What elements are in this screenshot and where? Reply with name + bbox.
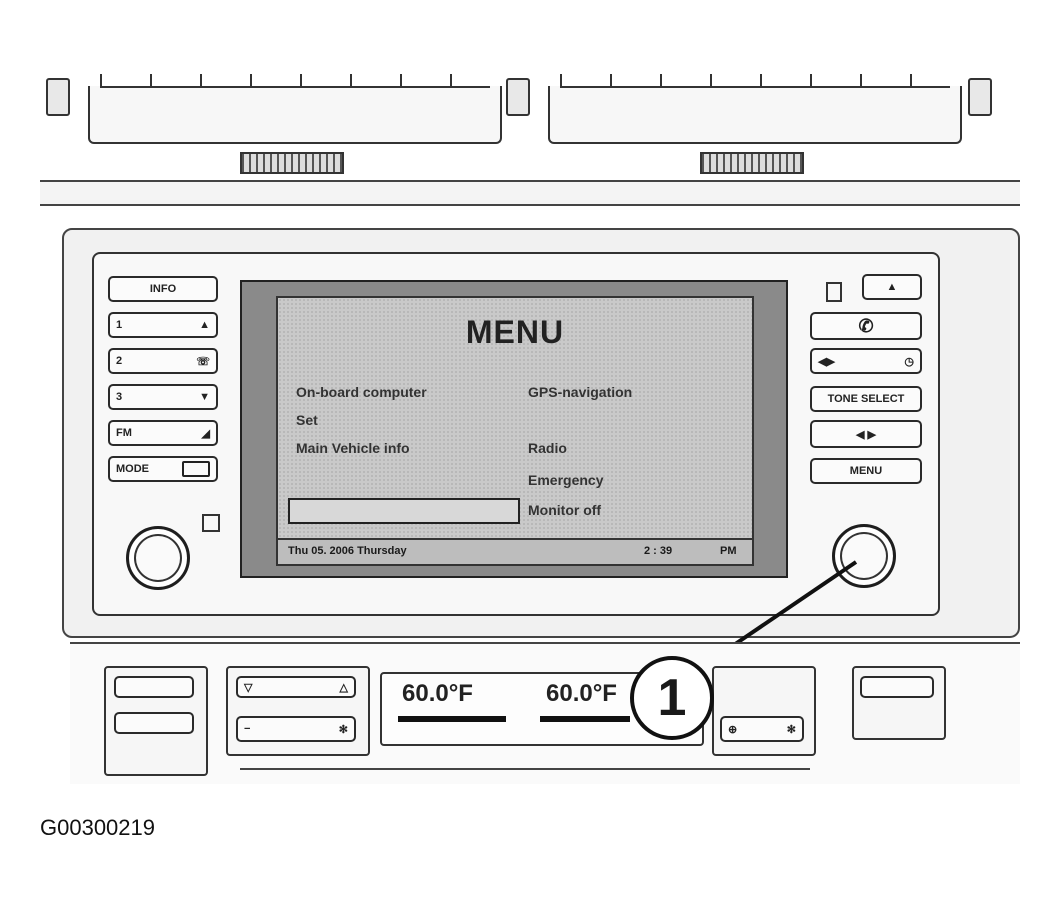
- menu-control-knob[interactable]: [832, 524, 896, 588]
- fan-speed-icon: ✻: [338, 723, 348, 736]
- status-date: Thu 05. 2006 Thursday: [288, 545, 407, 557]
- menu-item-radio[interactable]: Radio: [528, 440, 567, 456]
- menu-item-set[interactable]: Set: [296, 412, 318, 428]
- right-recirc-button[interactable]: [860, 676, 934, 698]
- eject-icon: ▲: [886, 281, 898, 293]
- left-air-vent[interactable]: [88, 74, 502, 144]
- left-fan-speed-button[interactable]: −✻: [236, 716, 356, 742]
- menu-item-monitor-off[interactable]: Monitor off: [528, 502, 602, 518]
- up-arrow-icon: ▲: [199, 319, 210, 331]
- right-fan-speed-button[interactable]: ⊕✻: [720, 716, 804, 742]
- left-vent-mode-button[interactable]: ▽△: [236, 676, 356, 698]
- right-air-vent[interactable]: [548, 74, 962, 144]
- telephone-handset-icon: ✆: [858, 315, 874, 336]
- phone-icon: ☏: [196, 355, 210, 368]
- lower-slots: [240, 768, 810, 782]
- triangle-icon: △: [339, 681, 348, 694]
- status-ampm: PM: [720, 545, 737, 557]
- eject-button[interactable]: ▲: [862, 274, 922, 300]
- left-vent-edge: [46, 78, 70, 116]
- info-button-label: INFO: [149, 283, 177, 295]
- selection-highlight-bar: [288, 498, 520, 524]
- menu-item-on-board-computer[interactable]: On-board computer: [296, 384, 427, 400]
- right-small-indicator: [826, 282, 842, 302]
- callout-number: 1: [630, 656, 714, 740]
- left-seat-button[interactable]: [114, 712, 194, 734]
- fm-button[interactable]: FM◢: [108, 420, 218, 446]
- info-button[interactable]: INFO: [108, 276, 218, 302]
- figure-id: G00300219: [40, 815, 155, 840]
- left-temp-bar: [398, 716, 506, 722]
- left-vent-thumbwheel[interactable]: [240, 152, 344, 174]
- right-temp-bar: [540, 716, 630, 722]
- seek-button[interactable]: ◀▶◷: [810, 348, 922, 374]
- fan-speed-icon-right: ✻: [786, 723, 796, 736]
- plus-icon: ⊕: [728, 723, 738, 736]
- status-time: 2 : 39: [644, 545, 673, 557]
- am-icon: ◢: [201, 427, 210, 440]
- menu-title: MENU: [465, 314, 565, 350]
- preset-3-button[interactable]: 3▼: [108, 384, 218, 410]
- center-vent-divider: [506, 78, 530, 116]
- left-right-arrows-icon: ◀ ▶: [856, 428, 876, 441]
- down-arrow-icon: ▼: [199, 391, 210, 403]
- left-temperature: 60.0°F: [402, 680, 473, 707]
- left-airflow-button[interactable]: [114, 676, 194, 698]
- minus-icon: −: [244, 723, 251, 735]
- tone-select-button[interactable]: TONE SELECT: [810, 386, 922, 412]
- menu-item-gps-navigation[interactable]: GPS-navigation: [528, 384, 633, 400]
- menu-item-emergency[interactable]: Emergency: [528, 472, 604, 488]
- right-vent-edge: [968, 78, 992, 116]
- left-small-indicator: [202, 514, 220, 532]
- air-vent-assembly: [40, 60, 1020, 210]
- fan-icon: ▽: [244, 681, 253, 694]
- right-temperature: 60.0°F: [546, 680, 617, 707]
- preset-1-button[interactable]: 1▲: [108, 312, 218, 338]
- menu-button[interactable]: MENU: [810, 458, 922, 484]
- mode-button[interactable]: MODE: [108, 456, 218, 482]
- clock-icon: ◷: [904, 355, 914, 368]
- menu-display: MENU On-board computer Set Main Vehicle …: [276, 296, 754, 566]
- left-right-button[interactable]: ◀ ▶: [810, 420, 922, 448]
- status-bar: Thu 05. 2006 Thursday 2 : 39 PM: [278, 538, 752, 564]
- display-screen: MENU On-board computer Set Main Vehicle …: [240, 280, 788, 578]
- phone-button[interactable]: ✆: [810, 312, 922, 340]
- right-vent-thumbwheel[interactable]: [700, 152, 804, 174]
- volume-knob[interactable]: [126, 526, 190, 590]
- menu-item-vehicle-info[interactable]: Main Vehicle info: [296, 440, 410, 456]
- preset-2-button[interactable]: 2☏: [108, 348, 218, 374]
- cassette-icon: [182, 461, 210, 477]
- right-fan-control[interactable]: [712, 666, 816, 756]
